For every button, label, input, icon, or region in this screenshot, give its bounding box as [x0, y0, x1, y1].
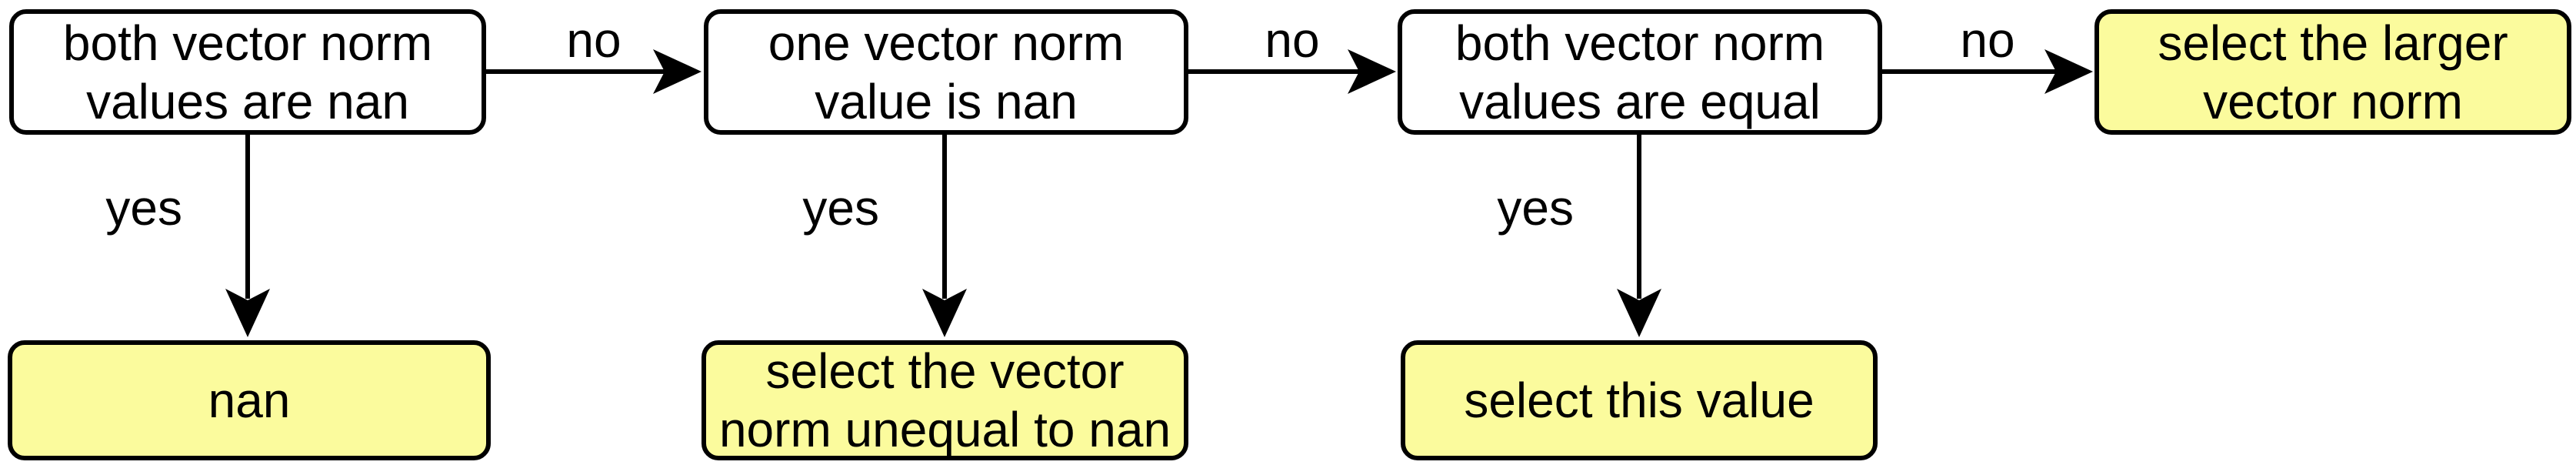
edge-yes-1	[225, 135, 270, 337]
node-result-select-this-value: select this value	[1401, 340, 1878, 460]
node-label: nan	[208, 373, 291, 428]
edge-label-yes-1: yes	[105, 180, 182, 236]
node-decision-values-equal: both vector norm values are equal	[1398, 9, 1882, 135]
node-result-select-larger-norm: select the larger vector norm	[2094, 9, 2571, 135]
node-label: both vector norm values are nan	[62, 15, 433, 129]
edge-no-2	[1188, 49, 1396, 94]
node-decision-one-value-nan: one vector norm value is nan	[704, 9, 1188, 135]
node-label: both vector norm values are equal	[1455, 15, 1825, 129]
arrowhead	[225, 289, 270, 337]
edge-label-no-1: no	[566, 12, 622, 68]
node-result-norm-unequal-nan: select the vector norm unequal to nan	[701, 340, 1188, 460]
arrowhead	[1348, 49, 1396, 94]
arrowhead	[653, 49, 701, 94]
edge-no-3	[1882, 49, 2093, 94]
edge-label-yes-2: yes	[802, 180, 879, 236]
node-label: select the vector norm unequal to nan	[718, 343, 1171, 457]
edge-yes-2	[922, 135, 967, 337]
node-label: select this value	[1464, 373, 1815, 428]
node-decision-both-values-nan: both vector norm values are nan	[9, 9, 486, 135]
node-result-nan: nan	[8, 340, 491, 460]
arrowhead	[1617, 289, 1661, 337]
arrowhead	[2044, 49, 2093, 94]
edge-label-no-2: no	[1265, 12, 1320, 68]
edge-yes-3	[1617, 135, 1661, 337]
edge-no-1	[486, 49, 701, 94]
arrowhead	[922, 289, 967, 337]
edge-label-yes-3: yes	[1497, 180, 1574, 236]
edge-label-no-3: no	[1960, 12, 2015, 68]
node-label: one vector norm value is nan	[768, 15, 1125, 129]
node-label: select the larger vector norm	[2158, 15, 2508, 129]
